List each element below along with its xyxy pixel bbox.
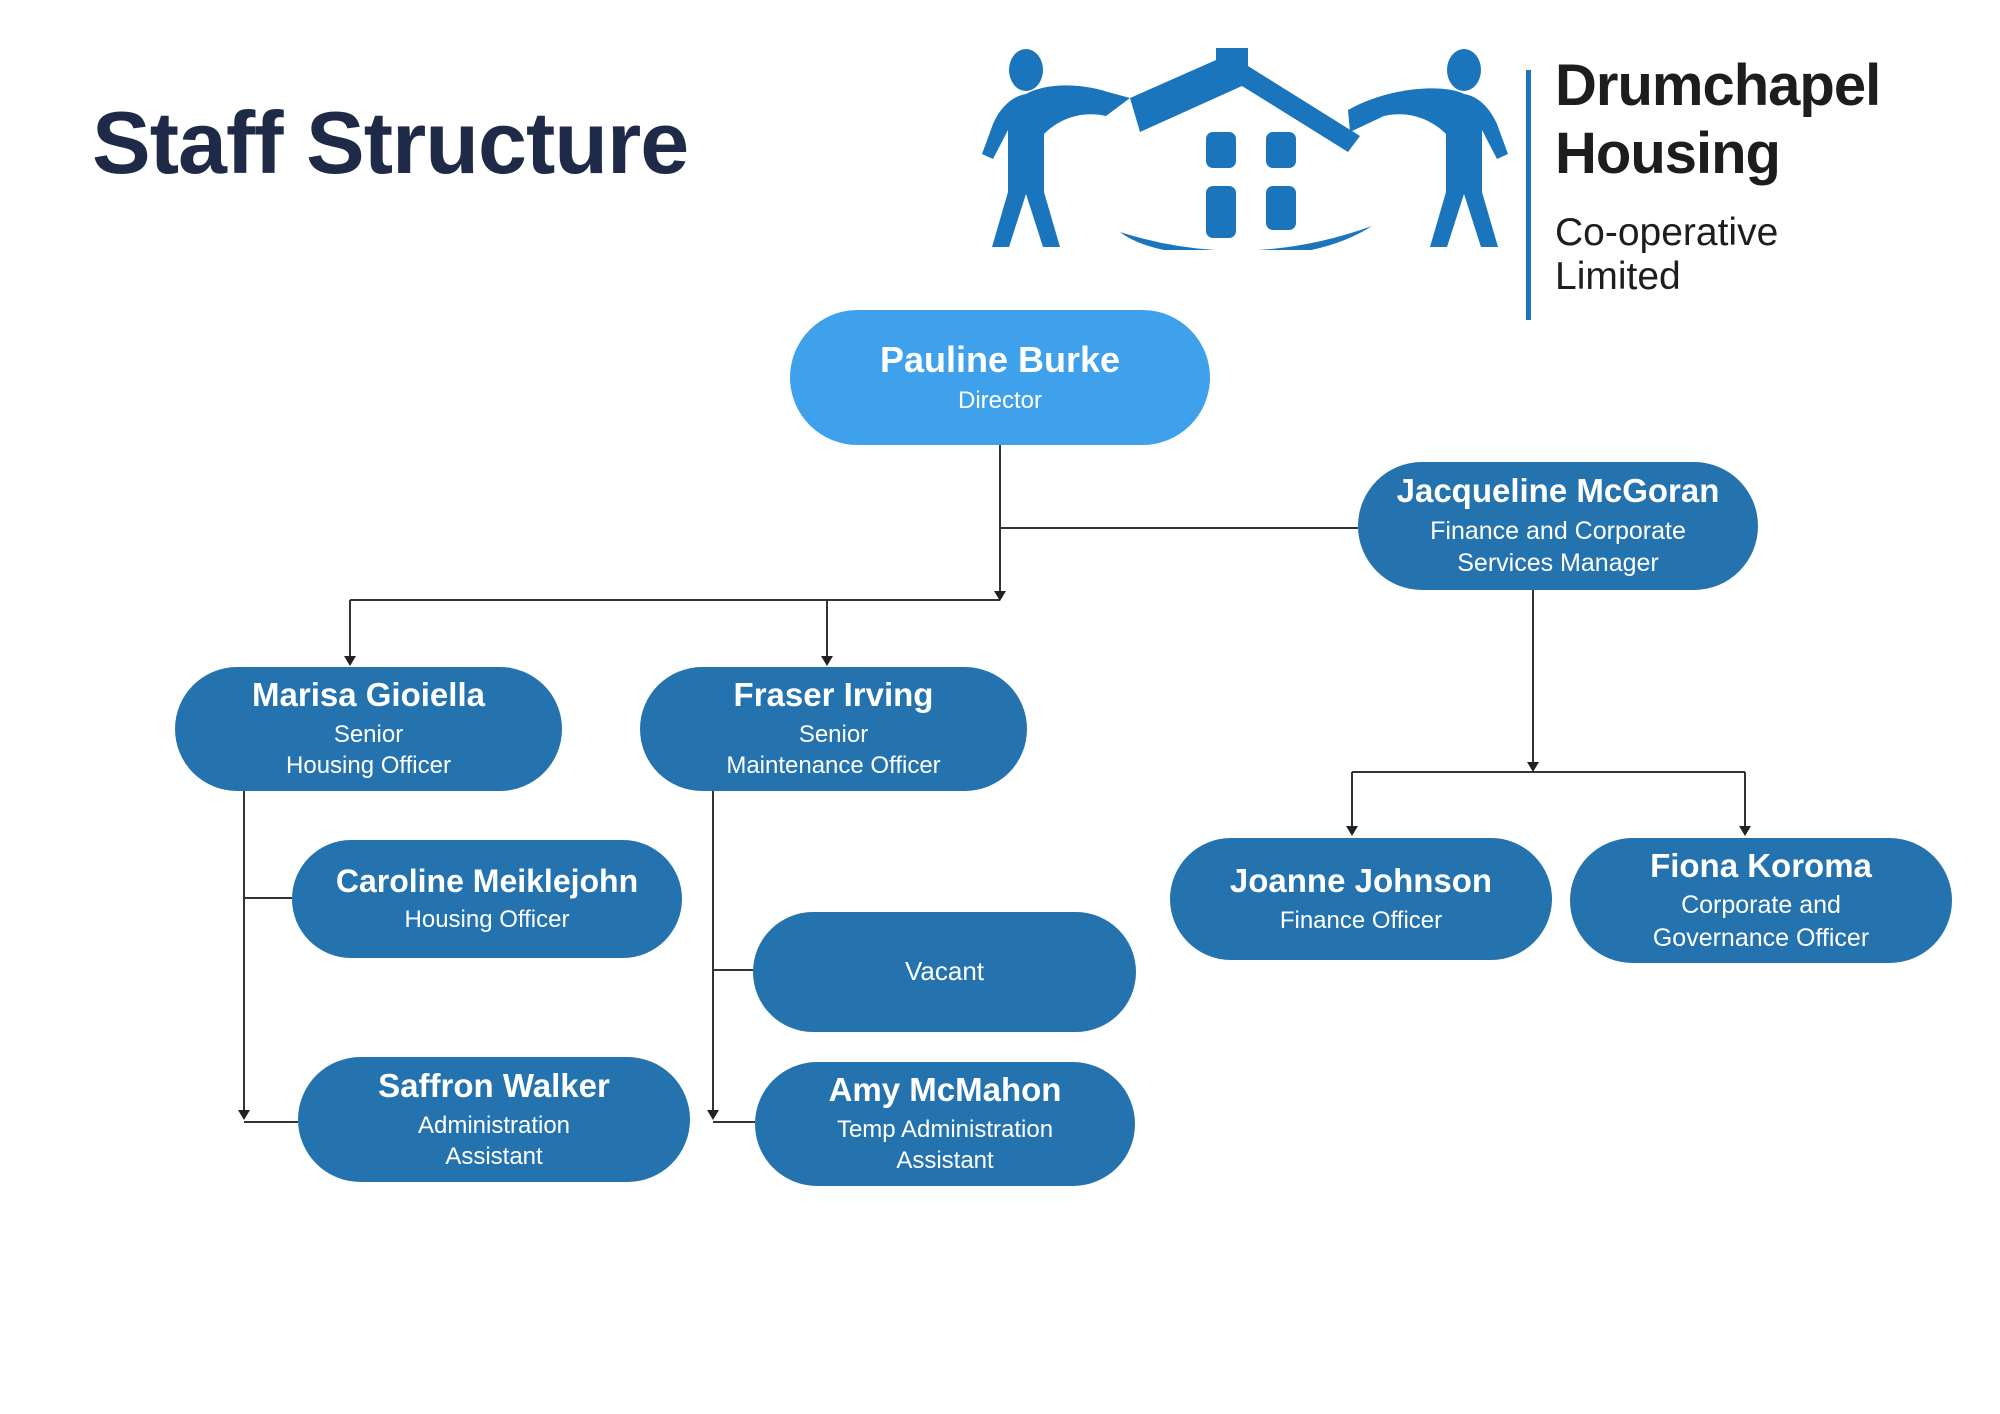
person-name: Saffron Walker: [378, 1066, 610, 1104]
person-name: Amy McMahon: [828, 1071, 1062, 1109]
org-node-joanne-johnson: Joanne Johnson Finance Officer: [1170, 838, 1552, 960]
org-node-pauline-burke: Pauline Burke Director: [790, 310, 1210, 445]
org-node-saffron-walker: Saffron Walker Administration Assistant: [298, 1057, 690, 1182]
person-role: Senior Housing Officer: [286, 721, 451, 780]
person-role: Corporate and Governance Officer: [1652, 891, 1870, 952]
person-role: Housing Officer: [404, 906, 570, 934]
person-name: Fraser Irving: [733, 676, 934, 714]
org-node-fiona-koroma: Fiona Koroma Corporate and Governance Of…: [1570, 838, 1952, 963]
vacant-label: Vacant: [904, 956, 984, 987]
person-role: Finance Officer: [1279, 906, 1443, 934]
person-role: Administration Assistant: [417, 1111, 571, 1170]
page-title: Staff Structure: [92, 93, 689, 192]
logo-org-name-line1: Drumchapel: [1555, 53, 1881, 118]
logo-text: Drumchapel Housing Co-operative Limited: [1555, 52, 1900, 299]
org-node-fraser-irving: Fraser Irving Senior Maintenance Officer: [640, 667, 1027, 791]
person-name: Fiona Koroma: [1650, 846, 1872, 884]
org-node-vacant: Vacant: [753, 912, 1136, 1032]
logo-org-subtitle: Co-operative Limited: [1555, 210, 1779, 298]
person-role: Temp Administration Assistant: [836, 1116, 1054, 1175]
person-name: Jacqueline McGoran: [1396, 472, 1720, 510]
person-name: Joanne Johnson: [1229, 861, 1493, 899]
people-house-logo-icon: [982, 48, 1508, 250]
org-node-jacqueline-mcgoran: Jacqueline McGoran Finance and Corporate…: [1358, 462, 1758, 590]
org-node-amy-mcmahon: Amy McMahon Temp Administration Assistan…: [755, 1062, 1135, 1186]
person-name: Caroline Meiklejohn: [335, 862, 639, 899]
person-name: Pauline Burke: [879, 338, 1121, 380]
person-role: Director: [957, 387, 1042, 415]
logo-org-name-line2: Housing: [1555, 121, 1781, 187]
org-node-marisa-gioiella: Marisa Gioiella Senior Housing Officer: [175, 667, 562, 791]
person-role: Finance and Corporate Services Manager: [1430, 516, 1686, 578]
person-role: Senior Maintenance Officer: [726, 721, 941, 780]
org-node-caroline-meiklejohn: Caroline Meiklejohn Housing Officer: [292, 840, 682, 958]
logo-divider: [1526, 70, 1531, 320]
person-name: Marisa Gioiella: [252, 676, 485, 714]
company-logo: Drumchapel Housing Co-operative Limited: [980, 30, 1900, 320]
